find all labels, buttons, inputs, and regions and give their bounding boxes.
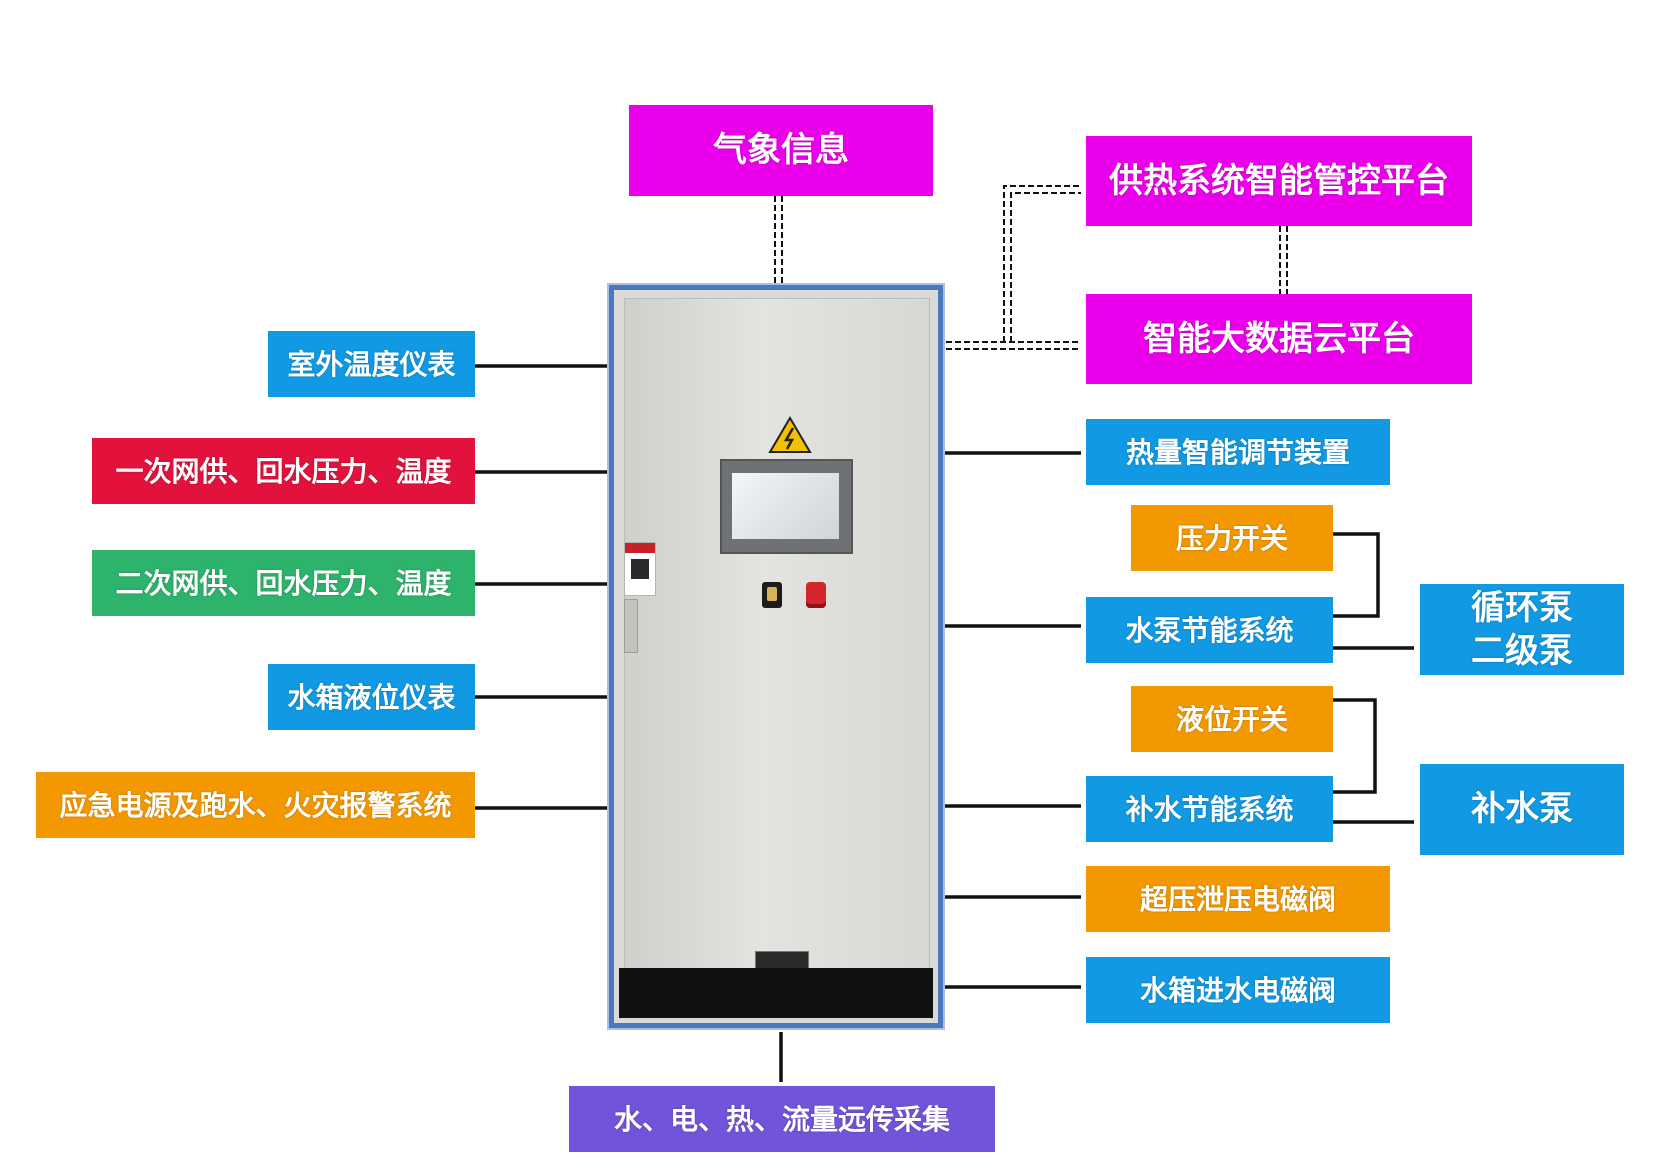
hmi-touch-screen — [720, 459, 853, 554]
control-platform-box: 供热系统智能管控平台 — [1086, 136, 1472, 226]
electrical-warning-icon — [768, 416, 812, 453]
door-handle — [624, 599, 638, 653]
circulation-pump-label: 循环泵 — [1471, 588, 1573, 628]
circulation-pump-box: 循环泵 二级泵 — [1420, 584, 1624, 675]
level-switch-box: 液位开关 — [1131, 686, 1333, 752]
safety-warning-label — [624, 542, 656, 596]
weather-info-box: 气象信息 — [629, 105, 933, 196]
link-cabinet-control-a — [1003, 185, 1081, 342]
remote-collection-box: 水、电、热、流量远传采集 — [569, 1086, 995, 1152]
pump-saving-box: 水泵节能系统 — [1086, 597, 1333, 663]
stop-button — [806, 582, 826, 608]
heat-regulator-box: 热量智能调节装置 — [1086, 419, 1390, 485]
inlet-valve-box: 水箱进水电磁阀 — [1086, 957, 1390, 1023]
line-pressure-bracket — [1333, 532, 1380, 618]
selector-switch — [762, 582, 782, 608]
cabinet-base — [619, 968, 933, 1018]
makeup-saving-box: 补水节能系统 — [1086, 776, 1333, 842]
emergency-box: 应急电源及跑水、火灾报警系统 — [36, 772, 475, 838]
tank-level-box: 水箱液位仪表 — [268, 664, 475, 730]
outdoor-temp-box: 室外温度仪表 — [268, 331, 475, 397]
control-cabinet — [609, 285, 943, 1028]
cloud-platform-box: 智能大数据云平台 — [1086, 294, 1472, 384]
makeup-pump-box: 补水泵 — [1420, 764, 1624, 855]
primary-net-box: 一次网供、回水压力、温度 — [92, 438, 475, 504]
pressure-switch-box: 压力开关 — [1131, 505, 1333, 571]
secondary-pump-label: 二级泵 — [1471, 630, 1573, 671]
cabinet-door — [624, 298, 930, 975]
secondary-net-box: 二次网供、回水压力、温度 — [92, 550, 475, 616]
line-level-bracket — [1333, 698, 1377, 794]
overpressure-valve-box: 超压泄压电磁阀 — [1086, 866, 1390, 932]
link-cabinet-control-b — [1010, 192, 1081, 342]
